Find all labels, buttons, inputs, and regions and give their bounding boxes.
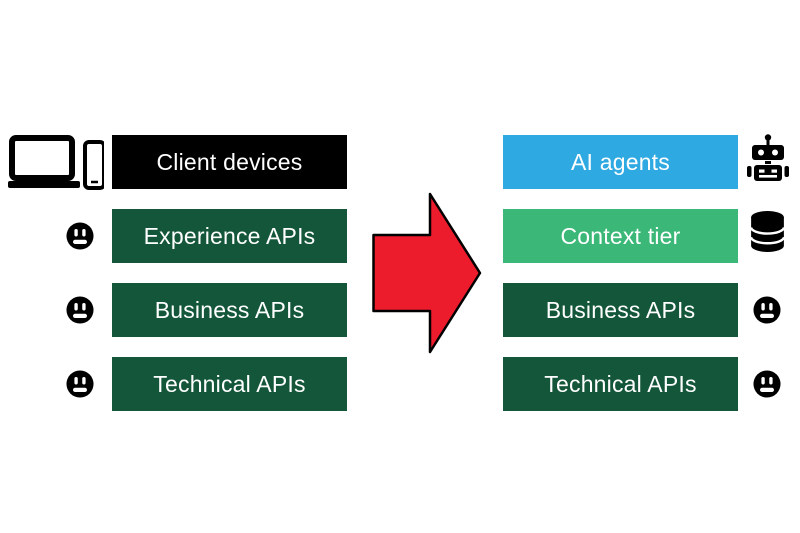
power-outlet-icon <box>66 296 94 324</box>
box-label: Technical APIs <box>544 370 697 397</box>
box-label: Business APIs <box>545 296 696 323</box>
box-experience-apis: Experience APIs <box>112 209 347 263</box>
box-client-devices: Client devices <box>112 135 347 189</box>
box-technical-apis-right: Technical APIs <box>503 357 738 411</box>
robot-icon <box>746 134 790 182</box>
power-outlet-icon <box>66 222 94 250</box>
laptop-phone-icon <box>8 133 104 193</box>
box-label: Technical APIs <box>153 370 306 397</box>
box-label: Business APIs <box>154 296 305 323</box>
transformation-arrow-icon <box>372 192 482 359</box>
box-context-tier: Context tier <box>503 209 738 263</box>
power-outlet-icon <box>753 370 781 398</box>
power-outlet-icon <box>753 296 781 324</box>
box-label: Client devices <box>156 148 303 175</box>
box-business-apis-left: Business APIs <box>112 283 347 337</box>
box-label: Experience APIs <box>143 222 316 249</box>
box-ai-agents: AI agents <box>503 135 738 189</box>
box-business-apis-right: Business APIs <box>503 283 738 337</box>
database-icon <box>749 210 786 253</box>
box-label: AI agents <box>571 148 670 175</box>
power-outlet-icon <box>66 370 94 398</box>
box-label: Context tier <box>560 222 681 249</box>
box-technical-apis-left: Technical APIs <box>112 357 347 411</box>
